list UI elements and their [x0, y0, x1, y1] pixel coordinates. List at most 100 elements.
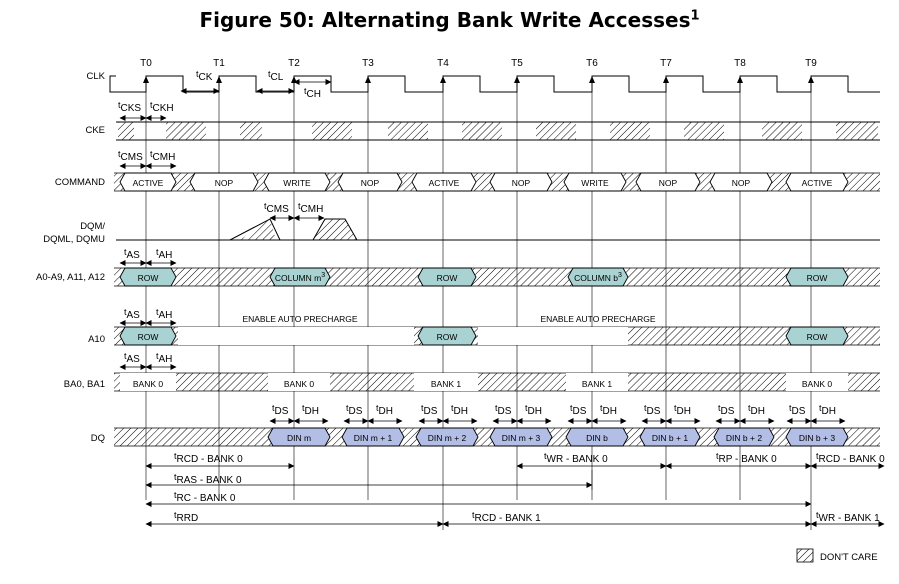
ba-window [120, 373, 176, 391]
clk-edge-arrow [808, 76, 814, 83]
ba-label: BANK 0 [802, 379, 833, 389]
tdh-label: tDH [451, 403, 468, 417]
tah-label-a10: tAH [156, 307, 172, 321]
command-label: NOP [512, 178, 531, 188]
dq-label: DIN m + 3 [502, 433, 541, 443]
ba-window [566, 373, 628, 391]
tdh-label: tDH [819, 403, 836, 417]
ba-window [414, 373, 478, 391]
addr-label: COLUMN m3 [275, 272, 325, 283]
tds-label: tDS [346, 403, 363, 417]
tas-label-a10: tAS [124, 307, 140, 321]
addr-window [567, 267, 629, 287]
command-label: NOP [215, 178, 234, 188]
dq-label: DIN m + 1 [354, 433, 393, 443]
tckh-label: tCKH [150, 100, 174, 114]
signal-name-a10: A10 [88, 334, 105, 345]
clock-label: T5 [511, 58, 523, 69]
tds-label: tDS [789, 403, 806, 417]
command-window [263, 172, 331, 192]
clk-edge-arrow [663, 76, 669, 83]
tds-label: tDS [644, 403, 661, 417]
ba-label: BANK 1 [582, 379, 613, 389]
cke-dont-care [536, 122, 576, 140]
ba-label: BANK 1 [431, 379, 462, 389]
tah-label-ba: tAH [156, 351, 172, 365]
signal-name-ba: BA0, BA1 [64, 379, 105, 390]
dq-window [415, 427, 479, 447]
a10-note: ENABLE AUTO PRECHARGE [540, 314, 655, 324]
command-label: ACTIVE [133, 178, 164, 188]
a10-high [478, 327, 628, 345]
a10-window [417, 326, 477, 346]
clock-label: T2 [288, 58, 300, 69]
cke-dont-care [462, 122, 502, 140]
dq-label: DIN b [586, 433, 608, 443]
clock-label: T6 [586, 58, 598, 69]
trcd-bank0-label: tRCD - BANK 0 [174, 451, 243, 465]
command-window [563, 172, 627, 192]
cke-dont-care [684, 122, 724, 140]
clock-label: T7 [660, 58, 672, 69]
addr-dont-care [114, 268, 880, 286]
a10-high [178, 327, 414, 345]
ba-window [786, 373, 848, 391]
command-window [411, 172, 477, 192]
dq-window [489, 427, 553, 447]
clk-edge-arrow [440, 76, 446, 83]
tdh-label: tDH [748, 403, 765, 417]
tas-label-ba: tAS [124, 351, 140, 365]
clk-waveform [109, 75, 880, 93]
addr-label: ROW [807, 273, 828, 283]
dq-label: DIN b + 1 [652, 433, 688, 443]
clock-label: T9 [805, 58, 817, 69]
command-window [785, 172, 849, 192]
clock-label: T3 [362, 58, 374, 69]
clk-edge-arrow [143, 76, 149, 83]
dq-window [341, 427, 405, 447]
addr-window [417, 267, 477, 287]
cke-dont-care [240, 122, 262, 140]
ba-label: BANK 0 [133, 379, 164, 389]
tcmh-label: tCMH [150, 149, 175, 163]
signal-name-command: COMMAND [55, 177, 105, 188]
addr-window [119, 267, 177, 287]
twr-bank1-label: tWR - BANK 1 [816, 510, 880, 524]
dqm-edge [116, 218, 281, 241]
command-window [489, 172, 553, 192]
trp-bank0-label: tRP - BANK 0 [716, 451, 777, 465]
tds-label: tDS [421, 403, 438, 417]
clock-label: T0 [140, 58, 152, 69]
dq-label: DIN m + 2 [428, 433, 467, 443]
addr-label: ROW [138, 273, 159, 283]
a10-label: ROW [138, 332, 159, 342]
cke-dont-care [388, 122, 428, 140]
dq-window [713, 427, 775, 447]
dq-label: DIN m [287, 433, 311, 443]
legend: DON'T CARE [796, 548, 878, 563]
tah-label-addr: tAH [156, 247, 172, 261]
cke-dont-care [312, 122, 352, 140]
command-label: WRITE [283, 178, 311, 188]
signal-name-dqm: DQML, DQMU [43, 234, 105, 245]
ba-window [268, 373, 330, 391]
a10-note: ENABLE AUTO PRECHARGE [242, 314, 357, 324]
command-label: ACTIVE [429, 178, 460, 188]
command-window [709, 172, 773, 192]
trrd-label: tRRD [174, 510, 198, 524]
command-label: NOP [659, 178, 678, 188]
signal-name-clk: CLK [87, 71, 106, 82]
dq-window [267, 427, 331, 447]
signal-name-dqm: DQM/ [80, 221, 105, 232]
cke-dont-care [762, 122, 802, 140]
tch-label: tCH [304, 86, 321, 100]
tcms-dqm-label: tCMS [264, 201, 289, 215]
cke-dont-care [166, 122, 206, 140]
trcd-bank0b-label: tRCD - BANK 0 [816, 451, 885, 465]
addr-label: ROW [437, 273, 458, 283]
twr-bank0-label: tWR - BANK 0 [544, 451, 608, 465]
tdh-label: tDH [600, 403, 617, 417]
